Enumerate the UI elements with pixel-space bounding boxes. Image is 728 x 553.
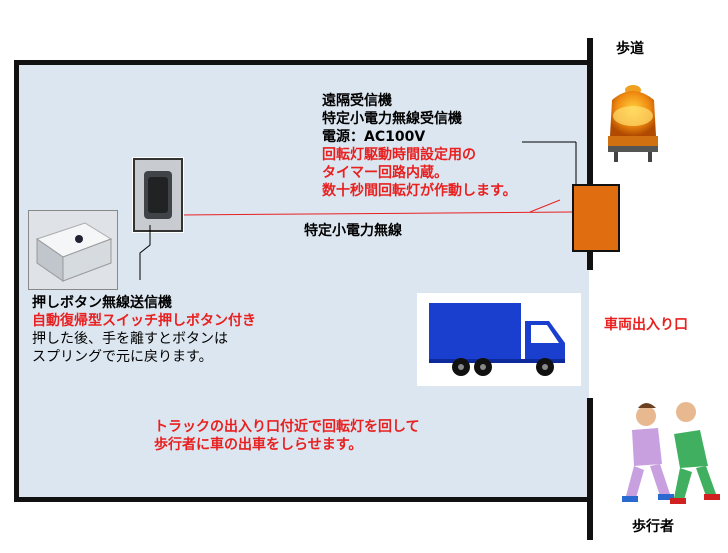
truck-icon <box>417 293 581 386</box>
receiver-type: 特定小電力無線受信機 <box>322 111 462 127</box>
connector-lines <box>522 141 577 184</box>
transmitter-description: 押しボタン無線送信機 自動復帰型スイッチ押しボタン付き 押した後、手を離すとボタ… <box>32 294 256 366</box>
receiver-title: 遠隔受信機 <box>322 93 392 109</box>
receiver-power: 電源：AC100V <box>322 129 426 145</box>
pedestrian-label: 歩行者 <box>632 519 674 535</box>
wall-transmitter-icon <box>132 157 184 233</box>
push-button-box-icon <box>28 210 118 290</box>
radio-link-line <box>180 199 573 216</box>
purpose-description: トラックの出入り口付近で回転灯を回して 歩行者に車の出車をしらせます。 <box>154 418 420 454</box>
remote-receiver-box <box>572 184 620 252</box>
sidewalk-label: 歩道 <box>616 41 644 57</box>
wall-lower <box>587 398 593 540</box>
purpose-line-2: 歩行者に車の出車をしらせます。 <box>154 437 363 453</box>
transmitter-desc-1: 押した後、手を離すとボタンは <box>32 331 228 347</box>
rotating-beacon-icon <box>598 78 668 168</box>
pedestrians-icon <box>604 396 722 508</box>
transmitter-title: 押しボタン無線送信機 <box>32 295 172 311</box>
radio-link-label: 特定小電力無線 <box>304 223 402 239</box>
receiver-note-2: タイマー回路内蔵。 <box>322 165 448 181</box>
transmitter-cable <box>139 225 151 280</box>
wall-upper <box>587 38 593 270</box>
receiver-note-1: 回転灯駆動時間設定用の <box>322 147 476 163</box>
receiver-description: 遠隔受信機 特定小電力無線受信機 電源：AC100V 回転灯駆動時間設定用の タ… <box>322 92 517 200</box>
transmitter-subtitle: 自動復帰型スイッチ押しボタン付き <box>32 313 256 329</box>
transmitter-desc-2: スプリングで元に戻ります。 <box>32 349 213 365</box>
receiver-note-3: 数十秒間回転灯が作動します。 <box>322 183 517 199</box>
vehicle-exit-label: 車両出入り口 <box>604 317 688 333</box>
purpose-line-1: トラックの出入り口付近で回転灯を回して <box>154 419 420 435</box>
